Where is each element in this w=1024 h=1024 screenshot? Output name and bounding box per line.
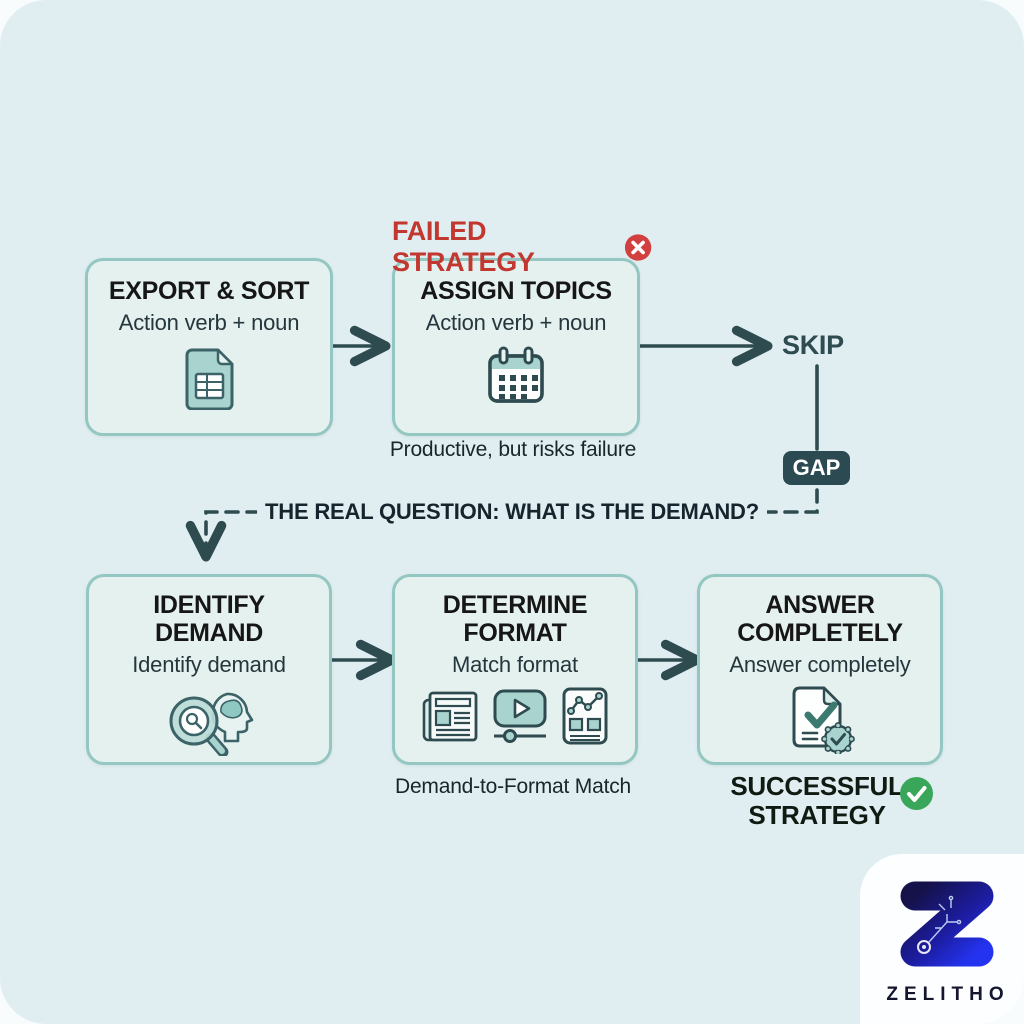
failed-strategy-label: FAILED STRATEGY (392, 216, 652, 278)
failed-strategy-text: FAILED STRATEGY (392, 216, 535, 277)
box-answer-completely: ANSWER COMPLETELY Answer completely (697, 574, 943, 765)
box-title: DETERMINE FORMAT (442, 591, 588, 647)
box-identify-demand: IDENTIFY DEMAND Identify demand (86, 574, 332, 765)
analytics-report-icon (562, 687, 608, 745)
video-player-icon (493, 689, 547, 743)
magnifier-head-icon (169, 692, 254, 756)
box-title: EXPORT & SORT (108, 277, 310, 305)
box-export-sort: EXPORT & SORT Action verb + noun (85, 258, 333, 436)
seal-badge (821, 722, 855, 754)
dashed-question-to-identify (185, 510, 282, 562)
determine-format-caption: Demand-to-Format Match (394, 775, 631, 798)
newspaper-icon (422, 691, 478, 742)
spreadsheet-file-icon (185, 348, 234, 410)
calendar-icon (488, 346, 544, 403)
circuit-traces (917, 895, 962, 954)
brand-name: ZELITHO (886, 984, 1010, 1005)
check-circle-icon (900, 777, 933, 810)
real-question-label: THE REAL QUESTION: WHAT IS THE DEMAND? (257, 499, 767, 525)
box-subtitle: Action verb + noun (118, 310, 300, 335)
box-subtitle: Match format (452, 652, 578, 677)
box-title: ANSWER COMPLETELY (737, 591, 903, 647)
box-subtitle: Action verb + noun (425, 310, 607, 335)
x-circle-icon (624, 233, 652, 261)
dashed-gap-to-question (750, 488, 819, 514)
z-circuit-logo (900, 881, 994, 967)
box-title: ASSIGN TOPICS (420, 277, 612, 305)
gap-badge: GAP (783, 451, 850, 485)
document-check-icon (792, 686, 855, 754)
box-determine-format: DETERMINE FORMAT Match format (392, 574, 638, 765)
assign-topics-caption: Productive, but risks failure (389, 438, 637, 461)
skip-label: SKIP (782, 330, 844, 360)
box-title: IDENTIFY DEMAND (153, 591, 265, 647)
successful-strategy-label: SUCCESSFUL STRATEGY (730, 771, 904, 831)
box-subtitle: Identify demand (132, 652, 286, 677)
box-subtitle: Answer completely (729, 652, 911, 677)
box-assign-topics: ASSIGN TOPICS Action verb + noun (392, 258, 640, 436)
